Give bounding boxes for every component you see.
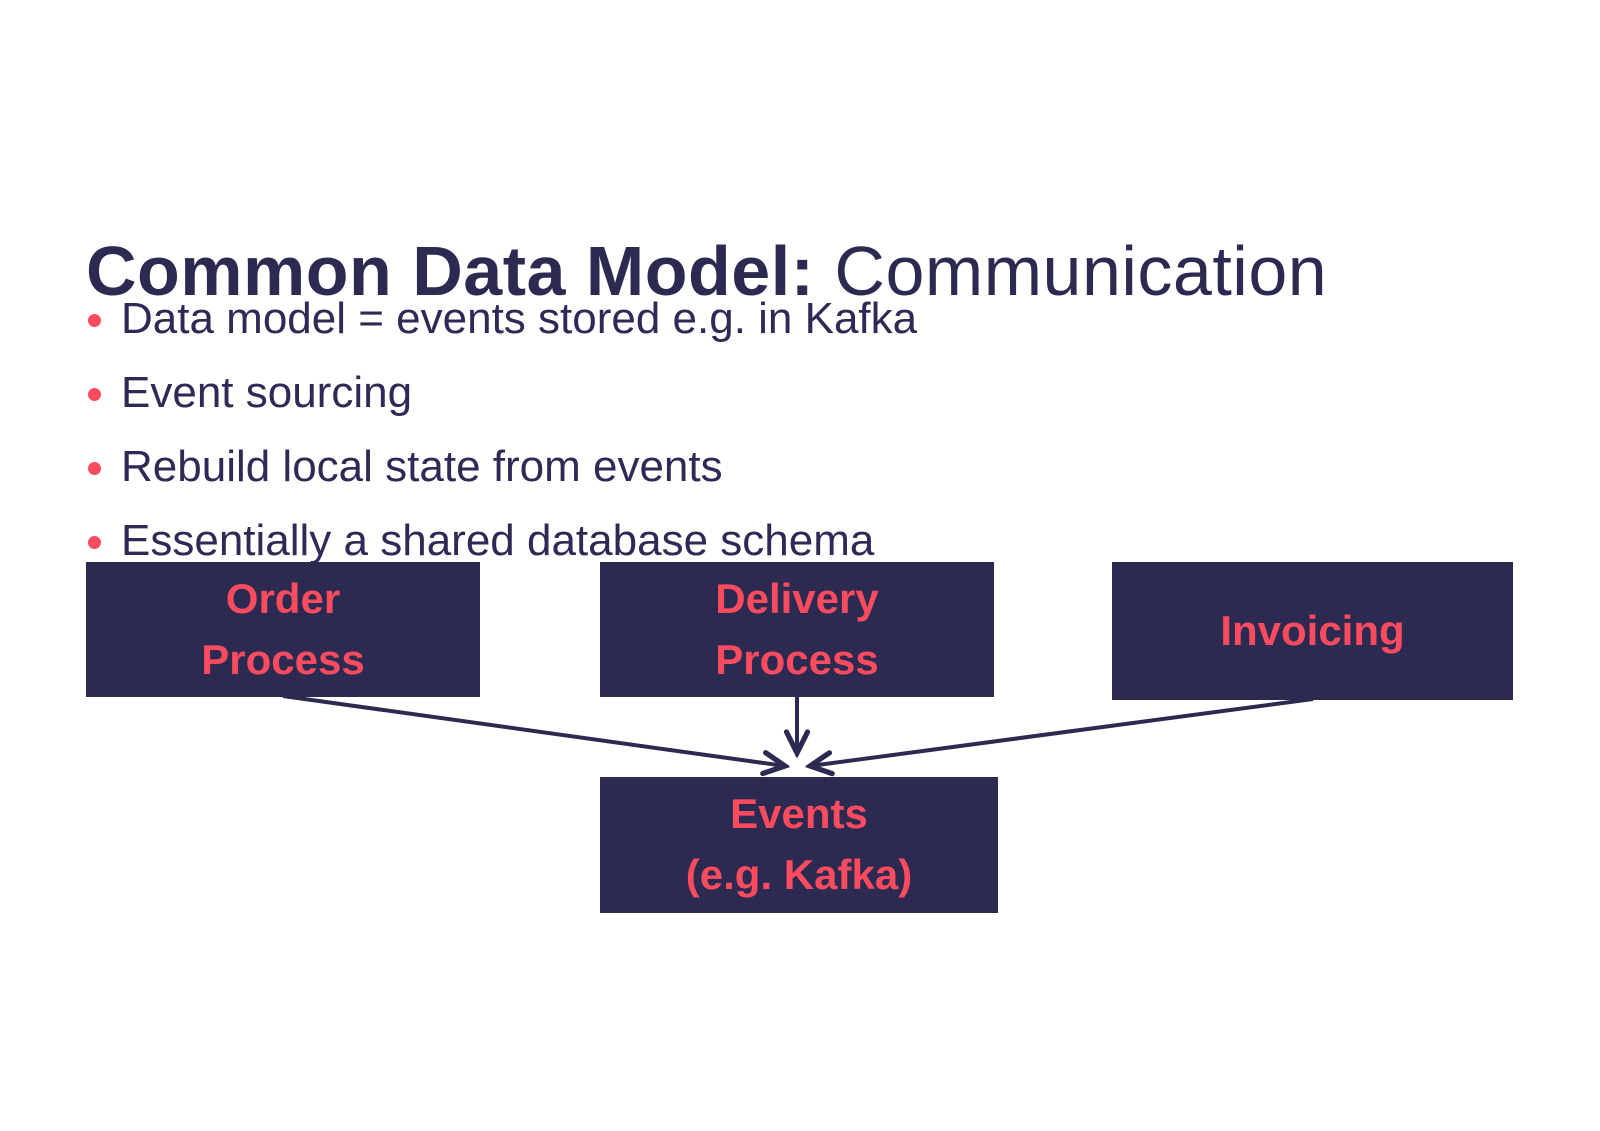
bullet-dot-icon <box>88 461 101 475</box>
list-item: Data model = events stored e.g. in Kafka <box>88 282 917 356</box>
bullet-dot-icon <box>88 387 101 401</box>
bullet-dot-icon <box>88 535 101 549</box>
title-bold-segment: Common Data Model: <box>86 231 815 310</box>
diagram-box-delivery-process: Delivery Process <box>600 562 994 697</box>
list-item: Event sourcing <box>88 356 917 430</box>
bullet-text: Event sourcing <box>121 368 413 417</box>
bullet-dot-icon <box>88 313 101 327</box>
arrow-order-to-events <box>282 694 785 766</box>
diagram-box-invoicing: Invoicing <box>1112 562 1513 700</box>
diagram-box-order-process: Order Process <box>86 562 480 697</box>
bullet-text: Essentially a shared database schema <box>121 516 875 565</box>
title-light-segment: Communication <box>834 231 1328 310</box>
bullet-text: Rebuild local state from events <box>121 442 723 491</box>
list-item: Essentially a shared database schema <box>88 504 917 578</box>
page-title: Common Data Model: Communication <box>86 231 1328 310</box>
bullet-list: Data model = events stored e.g. in Kafka… <box>88 282 917 578</box>
diagram-box-events-kafka: Events (e.g. Kafka) <box>600 777 998 913</box>
list-item: Rebuild local state from events <box>88 430 917 504</box>
bullet-text: Data model = events stored e.g. in Kafka <box>121 294 918 343</box>
arrow-invoicing-to-events <box>810 697 1314 766</box>
